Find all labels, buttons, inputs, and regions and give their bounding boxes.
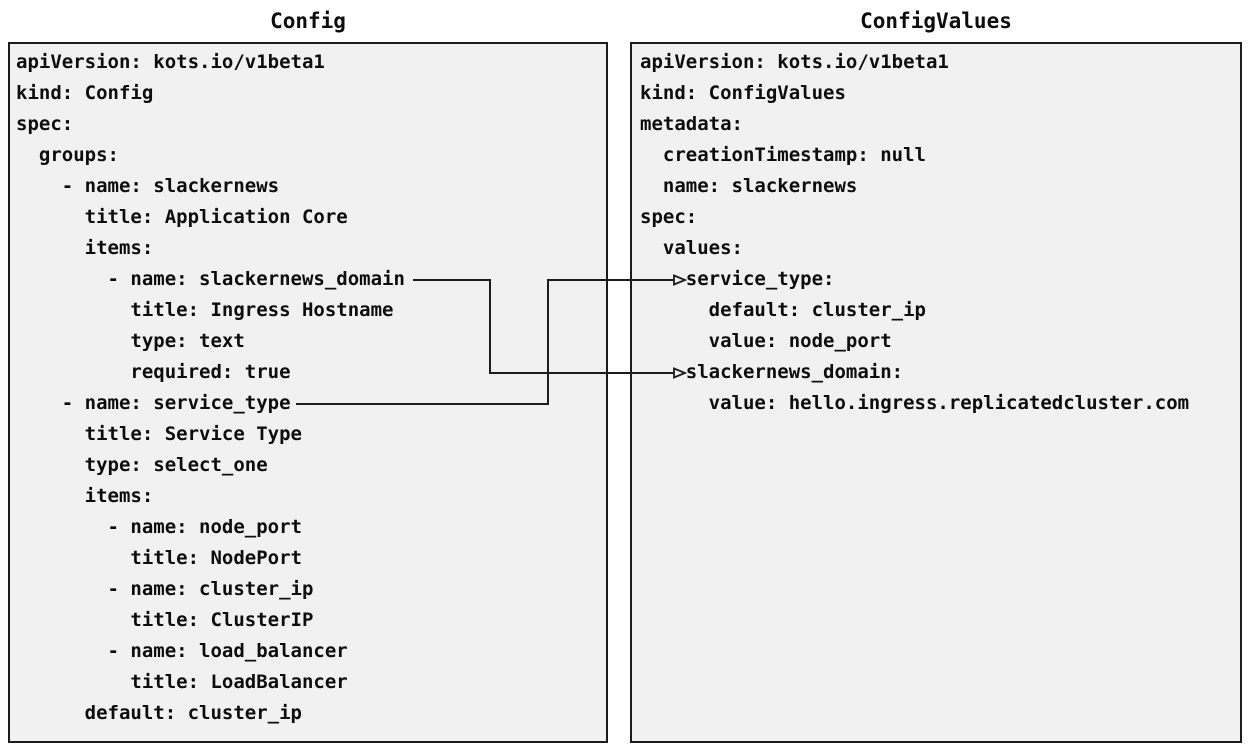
- config-panel-title: Config: [270, 9, 346, 33]
- config-yaml-text: apiVersion: kots.io/v1beta1 kind: Config…: [16, 51, 405, 724]
- config-panel: apiVersion: kots.io/v1beta1 kind: Config…: [8, 42, 608, 743]
- configvalues-panel-title: ConfigValues: [860, 9, 1012, 33]
- configvalues-yaml-text: apiVersion: kots.io/v1beta1 kind: Config…: [640, 51, 1190, 414]
- configvalues-panel: apiVersion: kots.io/v1beta1 kind: Config…: [630, 42, 1242, 743]
